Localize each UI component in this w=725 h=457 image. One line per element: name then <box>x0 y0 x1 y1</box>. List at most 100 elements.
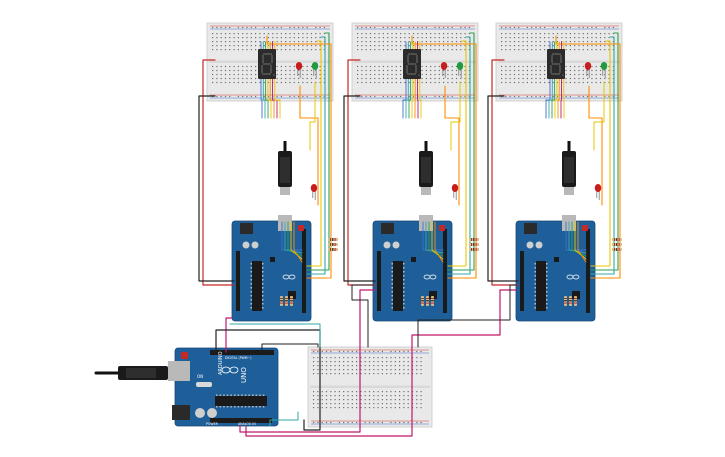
module-2-breadboard-hole <box>443 49 444 50</box>
main-breadboard-hole <box>330 391 331 392</box>
module-2-seven-segment <box>403 49 421 79</box>
module-2-led-red-body <box>441 62 447 70</box>
module-1-breadboard-hole <box>298 82 299 83</box>
main-breadboard-hole <box>421 391 422 392</box>
module-1-breadboard-hole <box>238 74 239 75</box>
module-3-breadboard-rail-hole <box>501 27 502 28</box>
module-2-breadboard-rail-hole <box>366 27 367 28</box>
main-breadboard-hole <box>373 391 374 392</box>
module-1-breadboard-hole <box>251 41 252 42</box>
module-1-breadboard-hole <box>289 41 290 42</box>
module-1-breadboard-hole <box>212 82 213 83</box>
module-1-breadboard-hole <box>242 82 243 83</box>
module-1-breadboard-hole <box>302 66 303 67</box>
module-2-breadboard-hole <box>400 82 401 83</box>
module-1-breadboard-hole <box>294 45 295 46</box>
module-1-breadboard-rail-hole <box>298 27 299 28</box>
module-2-breadboard-hole <box>443 82 444 83</box>
module-2-breadboard-hole <box>361 45 362 46</box>
main-breadboard-hole <box>382 361 383 362</box>
module-1-breadboard-hole <box>246 45 247 46</box>
main-breadboard-rail-hole <box>403 351 404 352</box>
module-2-arduino-chip-pin <box>392 287 394 289</box>
module-2-breadboard-hole <box>361 66 362 67</box>
module-3-resistor-band <box>619 248 620 251</box>
module-2-breadboard-hole <box>383 78 384 79</box>
main-arduino-chip-pin <box>230 406 232 408</box>
main-breadboard-hole <box>313 357 314 358</box>
module-1-breadboard-hole <box>246 41 247 42</box>
module-3-seven-segment-segment <box>551 73 560 75</box>
module-2-breadboard-hole <box>439 66 440 67</box>
module-3-breadboard-hole <box>514 49 515 50</box>
module-3-arduino-chip-pin <box>546 263 548 265</box>
module-3-arduino-power-jack <box>524 223 537 234</box>
module-3-breadboard-hole <box>578 82 579 83</box>
module-2-breadboard-hole <box>456 33 457 34</box>
module-3-breadboard-rail-hole <box>527 27 528 28</box>
module-1-breadboard-rail-hole <box>324 27 325 28</box>
module-2-breadboard-hole <box>366 49 367 50</box>
module-3-breadboard-hole <box>591 78 592 79</box>
module-3-breadboard-rail-hole <box>557 27 558 28</box>
module-2-breadboard-rail-hole <box>422 96 423 97</box>
main-breadboard-hole <box>322 365 323 366</box>
module-1-breadboard-hole <box>307 41 308 42</box>
main-breadboard-hole <box>326 361 327 362</box>
module-1-breadboard-hole <box>229 66 230 67</box>
module-3-breadboard-hole <box>501 41 502 42</box>
main-breadboard-hole <box>313 403 314 404</box>
module-1-breadboard-rail-hole <box>255 27 256 28</box>
module-3-breadboard-rail-hole <box>553 96 554 97</box>
module-2-breadboard-hole <box>426 37 427 38</box>
module-3-breadboard-hole <box>604 37 605 38</box>
module-1-breadboard-hole <box>302 70 303 71</box>
main-breadboard-hole <box>356 373 357 374</box>
module-1-arduino-chip-pin <box>262 307 264 309</box>
module-2-breadboard-rail-hole <box>434 96 435 97</box>
module-3-breadboard-hole <box>570 41 571 42</box>
main-breadboard-hole <box>408 395 409 396</box>
main-breadboard-rail-hole <box>369 422 370 423</box>
module-3-breadboard-hole <box>501 49 502 50</box>
module-1-breadboard-hole <box>255 82 256 83</box>
module-1-resistor-band <box>335 238 336 241</box>
module-3-breadboard-hole <box>570 70 571 71</box>
module-2-breadboard-rail-hole <box>447 27 448 28</box>
module-2-breadboard-hole <box>370 37 371 38</box>
main-breadboard-hole <box>378 369 379 370</box>
main-arduino-chip-pin <box>216 395 218 397</box>
main-breadboard-hole <box>335 407 336 408</box>
main-breadboard-rail-hole <box>416 351 417 352</box>
main-breadboard-hole <box>390 391 391 392</box>
module-1-breadboard-hole <box>216 33 217 34</box>
main-breadboard-hole <box>390 365 391 366</box>
module-1-breadboard-hole <box>294 74 295 75</box>
module-3-breadboard-hole <box>531 37 532 38</box>
module-2-breadboard-hole <box>357 41 358 42</box>
module-1-breadboard-hole <box>259 37 260 38</box>
main-breadboard-hole <box>330 373 331 374</box>
module-3-arduino-chip-pin <box>535 303 537 305</box>
main-breadboard-rail-hole <box>339 422 340 423</box>
module-1-breadboard-hole <box>246 78 247 79</box>
main-breadboard-rail-hole <box>313 422 314 423</box>
module-1-breadboard-hole <box>281 66 282 67</box>
module-2-breadboard-rail-hole <box>366 96 367 97</box>
main-arduino-chip-pin <box>263 406 265 408</box>
main-breadboard-hole <box>369 373 370 374</box>
module-3-breadboard-hole <box>604 33 605 34</box>
module-1-resistor <box>328 248 338 251</box>
main-breadboard-rail-hole <box>382 351 383 352</box>
module-3-breadboard-hole <box>570 45 571 46</box>
module-1-breadboard-hole <box>307 74 308 75</box>
module-1-breadboard-hole <box>212 33 213 34</box>
main-breadboard-hole <box>330 407 331 408</box>
main-breadboard-hole <box>382 395 383 396</box>
module-2-breadboard-hole <box>370 49 371 50</box>
main-breadboard-hole <box>386 399 387 400</box>
module-3-breadboard-rail-hole <box>514 96 515 97</box>
module-2-breadboard-hole <box>422 37 423 38</box>
main-arduino-chip-pin <box>227 395 229 397</box>
main-breadboard-hole <box>399 403 400 404</box>
